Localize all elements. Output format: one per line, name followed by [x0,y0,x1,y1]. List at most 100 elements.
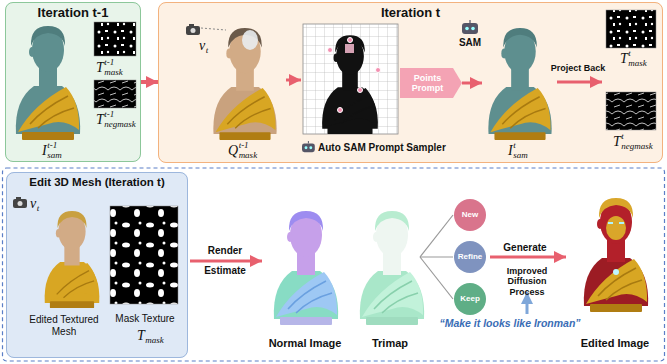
robot-eye [471,27,475,31]
robot-antenna [308,141,309,143]
caption-label: SAM [459,38,481,48]
subscript: sam [47,150,62,160]
prompt-grid [303,24,398,134]
bust-silhouette [322,35,378,134]
caption-label: Estimate [204,266,246,276]
bust-figure [213,28,276,140]
robot-eye [305,146,308,149]
node-label: Refine [458,253,482,261]
subscript: t [37,203,40,213]
math-symbol: I [508,143,513,159]
subscript: mask [104,67,123,77]
panel-fill [6,172,188,358]
camera-top [189,24,194,27]
caption-label: “Make it looks like Ironman” [439,318,580,329]
trimap-circle: New [454,199,486,231]
camera-icon [186,24,200,35]
ironman-bust [584,198,648,312]
panel-fill [5,2,141,162]
caption-label: Trimap [372,338,408,349]
camera-top [16,197,21,200]
subscript: negmask [621,141,653,151]
mask-texture [110,206,178,304]
trimap-circle: Refine [454,241,486,273]
negmask-texture [606,92,656,130]
subscript: sam [513,150,528,160]
panel-heading: Iteration t [159,3,662,20]
flow-arrow [190,260,262,263]
superscript: t-1 [104,109,114,119]
math-symbol: Q [228,143,238,159]
caption-label: Mask Texture [115,314,174,324]
math-symbol: T [96,112,104,128]
flow-arrow [141,80,158,84]
flow-arrow [286,79,301,82]
camera-icon [13,197,27,208]
math-symbol: v [30,196,36,212]
robot-head [302,143,315,152]
superscript: t-1 [239,140,249,150]
robot-eye [465,27,469,31]
view-ray [201,28,226,30]
flow-arrow [557,81,602,84]
caption-label: Generate [503,243,546,253]
camera-body [13,199,27,208]
panel-heading: Iteration t-1 [6,3,140,20]
caption-label: Normal Image [269,338,342,349]
subscript: mask [145,335,164,345]
caption-label: Edited Textured Mesh [18,314,110,337]
trimap-circle: Keep [454,283,486,315]
prompt-point [348,38,353,43]
trimap-link [420,257,453,299]
mask-texture [94,22,136,56]
caption-label: Improved Diffusion Process [489,266,565,297]
superscript: t [621,131,624,141]
math-symbol: T [620,51,628,67]
flow-arrow [462,82,482,85]
prompt-point [358,88,363,93]
math-symbol: T [96,60,104,76]
camera-lens [191,28,196,33]
trimap-bust [360,211,424,325]
dashed-frame [3,168,665,361]
caption-label: Auto SAM Prompt Sampler [318,143,446,153]
panel-fill [158,2,663,163]
node-label: Points Prompt [407,71,455,94]
iteration-panel: Iteration t Points Prompt [158,2,663,163]
caption-label: Project Back [551,64,606,73]
prompt-cell [345,44,354,53]
arc-reactor [613,269,619,275]
node-label: New [462,211,478,219]
superscript: t-1 [104,57,114,67]
camera-lens [18,201,23,206]
math-symbol: I [42,143,47,159]
math-symbol: T [137,328,145,344]
subscript: mask [628,58,647,68]
normal-bust [274,211,338,325]
prompt-point [328,48,333,53]
bust-figure [45,211,100,308]
caption-label: Render [208,246,242,256]
robot-icon [462,20,478,34]
superscript: t-1 [47,140,57,150]
face-plate [606,216,626,240]
eye-glow [619,222,624,224]
prompt-arrow-outline [400,68,462,98]
superscript: t [628,48,631,58]
iteration-panel: Iteration t-1 [5,2,141,162]
robot-icon [302,141,315,152]
robot-head [462,23,478,34]
node-label: Keep [460,295,480,303]
flow-arrow [490,256,566,259]
panel-heading: Edit 3D Mesh (Iteration t) [7,173,187,189]
trimap-link [420,215,453,257]
trimap-link [420,256,453,257]
prompt-point [376,68,381,73]
prompt-arrow-box: Points Prompt [400,68,462,98]
subscript: t [206,45,209,55]
prompt-point [338,108,343,113]
robot-eye [309,146,312,149]
math-symbol: v [199,38,205,54]
eye-glow [608,222,613,224]
